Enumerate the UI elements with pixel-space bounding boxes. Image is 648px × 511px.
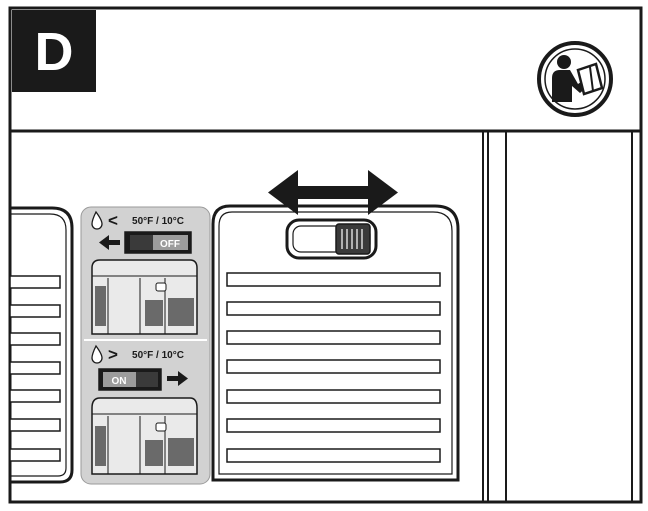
- dehumidifier-unit-bottom: [91, 397, 198, 475]
- main-vent-panel: [211, 204, 460, 482]
- switch-on-label: ON: [112, 376, 127, 387]
- step-letter: D: [35, 22, 74, 82]
- left-vent-panel: [9, 206, 74, 484]
- slide-direction-arrow: [268, 170, 398, 215]
- read-manual-icon: [537, 41, 613, 117]
- droplet-icon: [91, 210, 103, 230]
- switch-knob: [335, 223, 371, 255]
- condition-below: < 50°F / 10°C OFF: [91, 210, 198, 335]
- dehumidifier-unit-top: [91, 259, 198, 335]
- switch-on: ON: [98, 368, 162, 391]
- step-badge: D: [12, 10, 96, 92]
- temperature-guide-panel: < 50°F / 10°C OFF: [80, 206, 211, 485]
- cabinet-side-lines: [482, 131, 633, 502]
- less-than-symbol: <: [108, 211, 118, 230]
- temperature-threshold-above: 50°F / 10°C: [132, 350, 184, 361]
- greater-than-symbol: >: [108, 345, 118, 364]
- arrow-right-icon: [167, 371, 188, 386]
- arrow-left-icon: [99, 235, 120, 250]
- switch-off: OFF: [124, 231, 192, 254]
- switch-off-label: OFF: [160, 239, 180, 250]
- vent-slats: [226, 272, 441, 463]
- mode-slide-switch: [285, 218, 378, 260]
- temperature-threshold-below: 50°F / 10°C: [132, 216, 184, 227]
- droplet-icon: [91, 344, 103, 364]
- condition-above: > 50°F / 10°C ON: [91, 344, 198, 475]
